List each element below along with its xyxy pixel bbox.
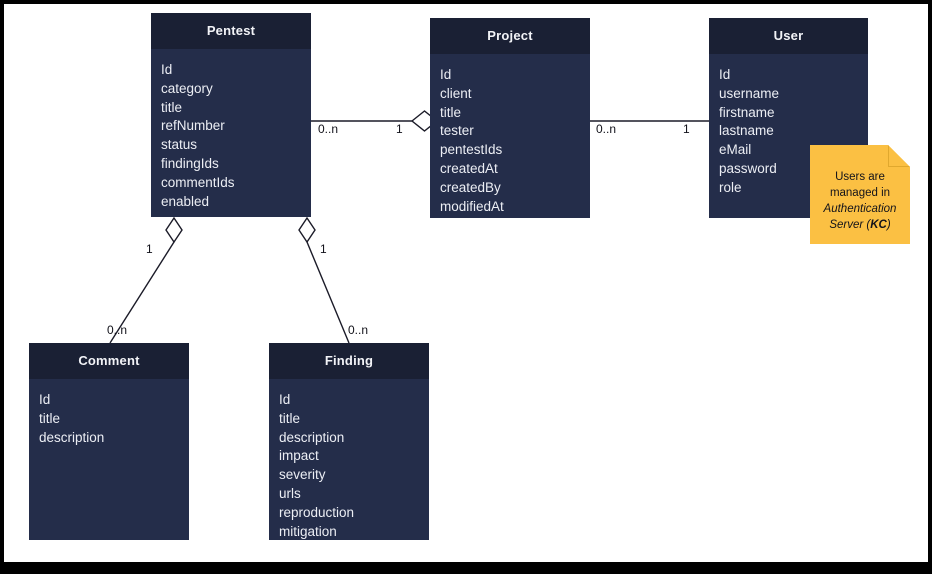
attribute-row: findingIds xyxy=(161,155,219,171)
multiplicity-pentest-comment-from: 1 xyxy=(146,242,153,256)
attribute-row: status xyxy=(161,137,198,153)
attribute-row: Id xyxy=(719,67,731,82)
class-box-finding[interactable]: Finding Id title description impact seve… xyxy=(269,343,429,540)
attribute-row: lastname xyxy=(719,123,774,139)
class-title-comment: Comment xyxy=(29,343,189,379)
class-title-finding: Finding xyxy=(269,343,429,379)
class-attributes-user: Id username firstname lastname eMail pas… xyxy=(709,54,868,198)
attribute-row: createdAt xyxy=(440,160,498,176)
class-attributes-project: Id client title tester pentestIds create… xyxy=(430,54,590,216)
note-line-4-bold: KC xyxy=(870,219,887,231)
attribute-row: enabled xyxy=(161,193,210,209)
note-line-3: Authentication xyxy=(823,203,897,215)
attribute-row: firstname xyxy=(719,104,775,120)
note-line-4-prefix: Server ( xyxy=(829,219,871,231)
class-attributes-finding: Id title description impact severity url… xyxy=(269,379,429,540)
attribute-row: password xyxy=(719,160,777,176)
attribute-row: Id xyxy=(279,392,291,407)
class-box-pentest[interactable]: Pentest Id category title refNumber stat… xyxy=(151,13,311,217)
attribute-row: Id xyxy=(440,67,452,82)
attribute-row: role xyxy=(719,179,742,195)
attribute-row: commentIds xyxy=(161,174,235,190)
note-line-1: Users are xyxy=(835,171,885,183)
attribute-row: title xyxy=(39,410,61,426)
multiplicity-pentest-finding-to: 0..n xyxy=(348,323,369,337)
attribute-row: title xyxy=(161,99,183,115)
class-box-user[interactable]: User Id username firstname lastname eMai… xyxy=(709,18,868,218)
attribute-row: title xyxy=(279,410,301,426)
class-title-project: Project xyxy=(430,18,590,54)
attribute-row: createdBy xyxy=(440,179,501,195)
attribute-row: impact xyxy=(279,448,319,464)
attribute-row: reproduction xyxy=(279,504,355,520)
multiplicity-pentest-project-to: 1 xyxy=(396,122,403,136)
attribute-row: mitigation xyxy=(279,523,337,539)
sticky-note-text: Users are managed in Authentication Serv… xyxy=(810,145,910,233)
canvas-border-top xyxy=(0,0,932,4)
link-pentest-finding xyxy=(306,241,350,344)
class-box-comment[interactable]: Comment Id title description xyxy=(29,343,189,540)
attribute-row: tester xyxy=(440,123,474,139)
canvas-border-left xyxy=(0,0,4,562)
note-line-4-suffix: ) xyxy=(886,219,891,231)
multiplicity-pentest-finding-from: 1 xyxy=(320,242,327,256)
attribute-row: description xyxy=(279,429,345,445)
multiplicity-project-user-from: 0..n xyxy=(596,122,617,136)
class-box-project[interactable]: Project Id client title tester pentestId… xyxy=(430,18,590,218)
class-title-user: User xyxy=(709,18,868,54)
attribute-row: category xyxy=(161,80,213,96)
class-attributes-pentest: Id category title refNumber status findi… xyxy=(151,49,311,211)
aggregation-diamond-comment xyxy=(165,216,183,244)
attribute-row: refNumber xyxy=(161,118,225,134)
attribute-row: severity xyxy=(279,467,326,483)
attribute-row: modifiedAt xyxy=(440,198,504,214)
multiplicity-project-user-to: 1 xyxy=(683,122,690,136)
aggregation-diamond-finding xyxy=(298,216,316,244)
attribute-row: pentestIds xyxy=(440,142,503,158)
note-line-2: managed in xyxy=(829,187,891,199)
attribute-row: title xyxy=(440,104,462,120)
attribute-row: Id xyxy=(161,62,173,77)
sticky-note-user[interactable]: Users are managed in Authentication Serv… xyxy=(810,145,910,244)
canvas-border-right xyxy=(928,0,932,562)
multiplicity-pentest-comment-to: 0..n xyxy=(107,323,128,337)
attribute-row: eMail xyxy=(719,142,752,158)
multiplicity-pentest-project-from: 0..n xyxy=(318,122,339,136)
class-title-pentest: Pentest xyxy=(151,13,311,49)
attribute-row: urls xyxy=(279,485,301,501)
attribute-row: Id xyxy=(39,392,51,407)
canvas-border-bottom xyxy=(0,562,932,574)
attribute-row: client xyxy=(440,85,472,101)
class-attributes-comment: Id title description xyxy=(29,379,189,447)
attribute-row: username xyxy=(719,85,780,101)
attribute-row: description xyxy=(39,429,105,445)
